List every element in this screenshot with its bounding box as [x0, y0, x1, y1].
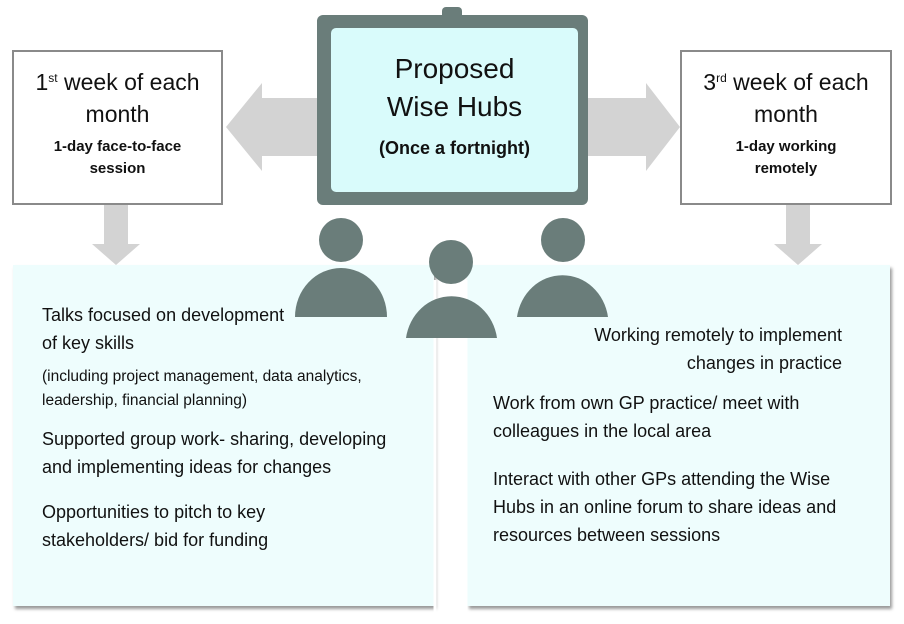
person-icon-center	[406, 240, 497, 338]
first-week-box: 1st week of each month 1-day face-to-fac…	[12, 50, 223, 205]
left-item-pitch: Opportunities to pitch to key stakeholde…	[42, 502, 269, 550]
left-item-talks-detail: (including project management, data anal…	[42, 368, 362, 409]
center-title-line2: Wise Hubs	[386, 91, 523, 122]
center-title-line1: Proposed	[394, 53, 515, 84]
right-item-online-forum: Interact with other GPs attending the Wi…	[493, 469, 837, 545]
right-item-own-practice: Work from own GP practice/ meet with col…	[493, 393, 800, 441]
person-icon-right	[517, 218, 608, 317]
left-item-group-work: Supported group work- sharing, developin…	[42, 429, 387, 477]
arrow-down-left	[92, 205, 140, 265]
third-week-subtitle: 1-day working remotely	[735, 138, 837, 177]
right-panel: Working remotely to implement changes in…	[467, 265, 890, 606]
third-week-box: 3rd week of each month 1-day working rem…	[680, 50, 892, 205]
first-week-title: 1st week of each month	[35, 69, 200, 127]
person-icon-left	[295, 218, 387, 317]
third-week-title: 3rd week of each month	[703, 69, 869, 127]
arrow-right	[588, 83, 680, 171]
left-item-talks: Talks focused on development of key skil…	[42, 305, 285, 353]
center-subtitle: (Once a fortnight)	[379, 138, 530, 158]
arrow-down-right	[774, 205, 822, 265]
monitor-screen	[331, 28, 578, 192]
right-item-remote: Working remotely to implement changes in…	[594, 325, 842, 373]
first-week-subtitle: 1-day face-to-face session	[53, 138, 182, 177]
left-panel: Talks focused on development of key skil…	[13, 265, 434, 606]
center-title: Proposed Wise Hubs (Once a fortnight)	[331, 50, 578, 159]
arrow-left	[226, 83, 318, 171]
